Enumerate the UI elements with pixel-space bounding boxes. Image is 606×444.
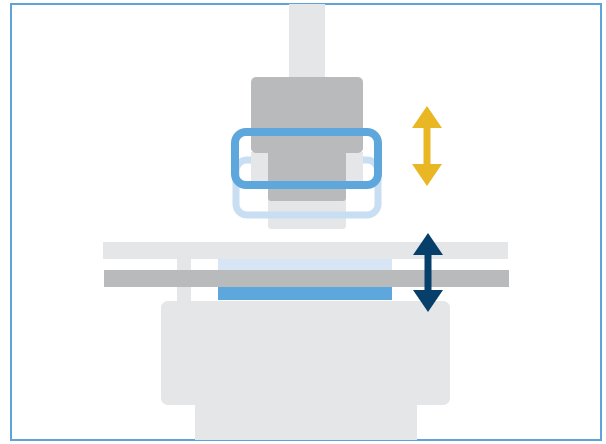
navy-arrow-head-up <box>413 233 443 255</box>
head-tab-right <box>346 152 363 184</box>
lower-bar <box>104 270 509 287</box>
material-blue <box>218 287 392 300</box>
base-body <box>161 301 450 405</box>
upper-plate <box>103 242 508 259</box>
navy-arrow-shaft <box>424 253 432 293</box>
vertical-double-arrow-icon <box>412 106 442 186</box>
material-pale <box>218 259 392 271</box>
navy-arrow-head-down <box>413 290 443 312</box>
vertical-double-arrow-icon <box>413 233 443 312</box>
amber-arrow-shaft <box>423 126 431 166</box>
head-tab-left <box>251 152 268 184</box>
base-foot <box>195 405 417 440</box>
amber-arrow-head-up <box>412 106 442 128</box>
amber-arrow-head-down <box>412 164 442 186</box>
head-body <box>251 77 363 153</box>
head-lower <box>268 150 346 201</box>
upper-column <box>289 4 325 86</box>
bracket-active <box>231 128 382 189</box>
